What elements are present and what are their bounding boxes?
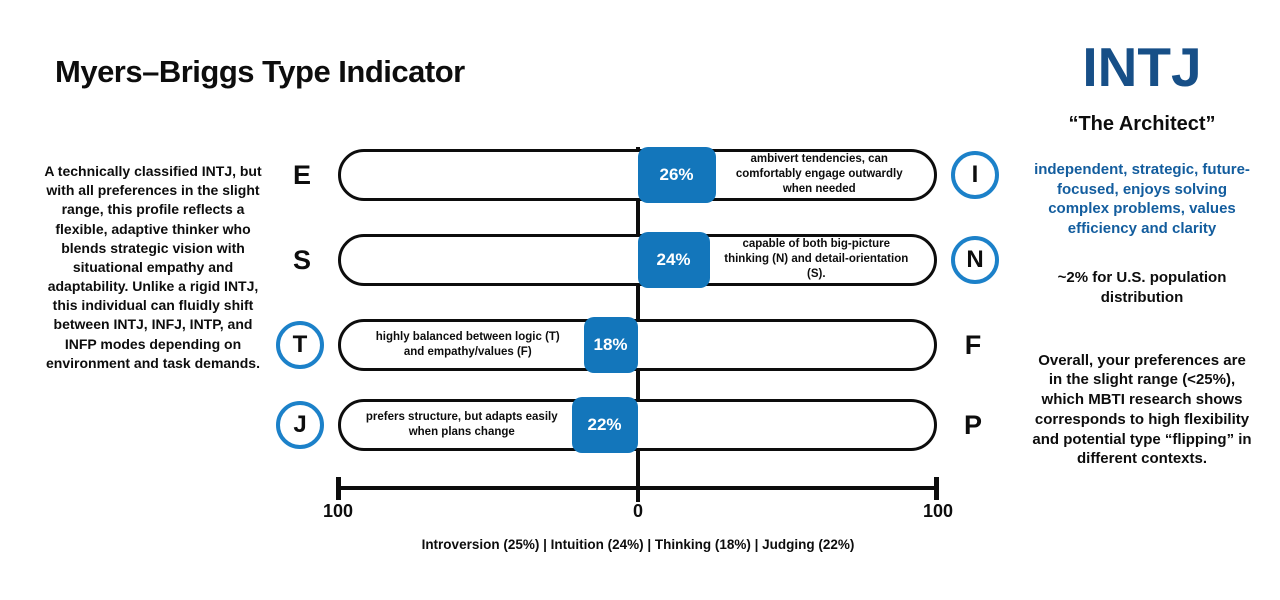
- x-axis: [338, 486, 938, 490]
- right-letter: P: [963, 409, 982, 440]
- page-title: Myers–Briggs Type Indicator: [55, 54, 465, 89]
- row-annotation: capable of both big-picture thinking (N)…: [724, 238, 909, 281]
- type-panel: INTJ “The Architect” independent, strate…: [1032, 40, 1252, 469]
- row-annotation: highly balanced between logic (T) and em…: [375, 330, 560, 358]
- profile-description: A technically classified INTJ, but with …: [44, 163, 262, 371]
- dimension-row-jp: 22% prefers structure, but adapts easily…: [276, 397, 982, 453]
- chart-caption: Introversion (25%) | Intuition (24%) | T…: [421, 537, 855, 552]
- dimension-row-sn: 24% capable of both big-picture thinking…: [293, 232, 999, 288]
- value-box: 24%: [637, 232, 710, 288]
- x-axis-tick-left: [336, 477, 341, 500]
- dimension-row-tf: 18% highly balanced between logic (T) an…: [276, 317, 981, 373]
- row-annotation: prefers structure, but adapts easily whe…: [365, 410, 558, 438]
- value-box: 18%: [583, 317, 638, 373]
- type-traits: independent, strategic, future-focused, …: [1034, 161, 1250, 237]
- row-annotation: ambivert tendencies, can comfortably eng…: [735, 153, 903, 196]
- left-letter: T: [276, 321, 324, 369]
- type-nickname: “The Architect”: [1068, 113, 1216, 135]
- x-axis-label-right: 100: [922, 501, 954, 521]
- left-letter: S: [292, 244, 311, 275]
- left-letter: E: [292, 159, 311, 190]
- dimension-bar: [338, 399, 937, 451]
- value-label: 24%: [656, 250, 691, 269]
- x-axis-label-left: 100: [322, 501, 354, 521]
- value-box: 22%: [571, 397, 638, 453]
- type-code: INTJ: [1082, 36, 1202, 98]
- right-letter: N: [951, 236, 999, 284]
- dimension-row-ei: 26% ambivert tendencies, can comfortably…: [293, 147, 999, 203]
- value-label: 26%: [659, 165, 694, 184]
- left-letter: J: [276, 401, 324, 449]
- right-letter: F: [964, 329, 982, 360]
- value-label: 18%: [593, 335, 628, 354]
- value-label: 22%: [587, 415, 622, 434]
- value-box: 26%: [637, 147, 716, 203]
- overall-summary: Overall, your preferences are in the sli…: [1032, 351, 1252, 468]
- right-letter: I: [951, 151, 999, 199]
- x-axis-tick-right: [934, 477, 939, 500]
- population-stat: ~2% for U.S. population distribution: [1057, 269, 1227, 307]
- x-axis-label-center: 0: [632, 501, 643, 521]
- dimension-bar: [338, 319, 937, 371]
